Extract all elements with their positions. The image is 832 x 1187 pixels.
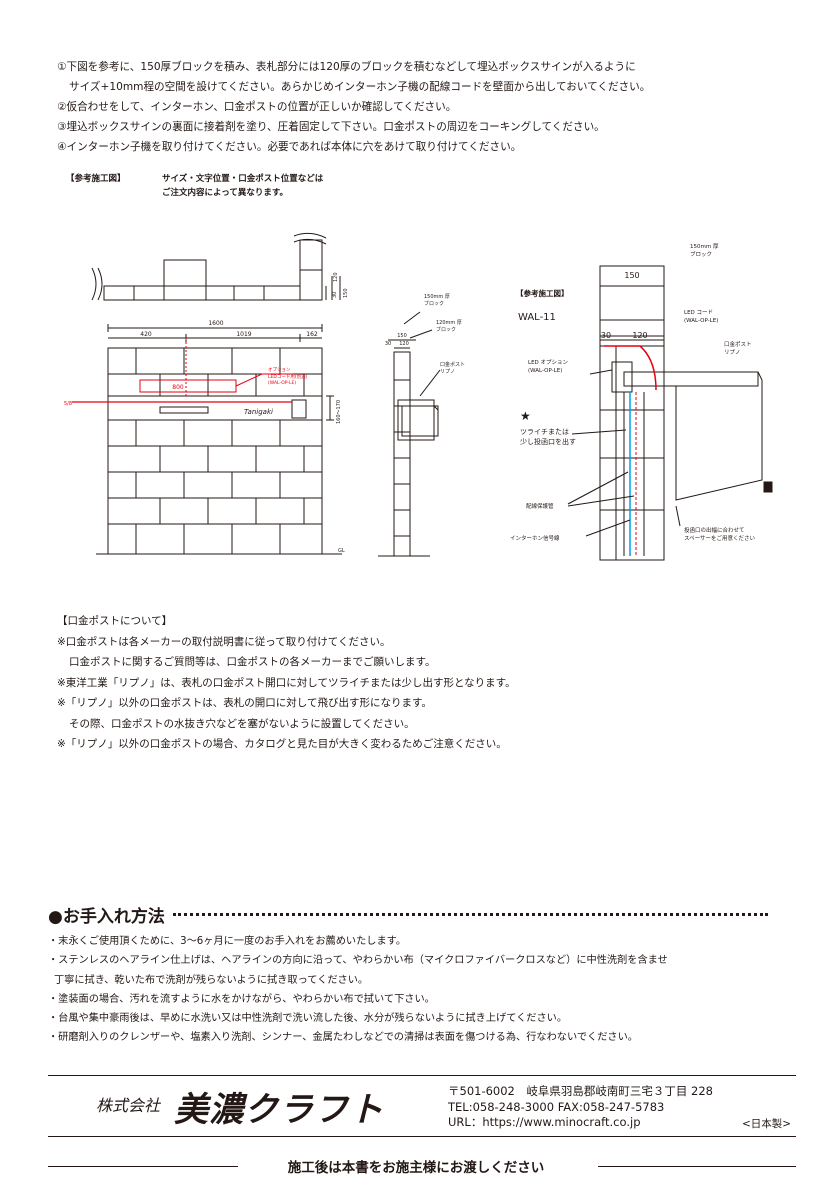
installation-drawing: 1600 420 1019 162 800 オプション LEDコード用(別途) … [64, 232, 773, 561]
post-note-2: 口金ポストに関するご質問等は、口金ポストの各メーカーまでご願いします。 [69, 656, 436, 668]
detail-led-cord-label: LED コード [684, 309, 713, 316]
gl-label: GL [338, 548, 345, 554]
led-model: (WAL-OP-LE) [268, 380, 296, 386]
care-item-3: ・塗装面の場合、汚れを流すように水をかけながら、やわらかい布で拭いて下さい。 [48, 993, 435, 1005]
detail-conduit-label: 配線保護管 [526, 502, 554, 510]
handover-rule-left [48, 1166, 238, 1167]
dim-top-b: 120 [333, 272, 339, 282]
detail-star-icon: ★ [520, 409, 531, 423]
ref-drawing-note-line-2: ご注文内容によって異なります。 [162, 188, 288, 198]
detail-dim-120: 120 [632, 331, 647, 340]
side-dim-120: 120 [399, 341, 409, 347]
detail-view [599, 265, 773, 561]
detail-block150-label: 150mm 厚 [690, 243, 719, 250]
side-dim-30: 30 [385, 341, 391, 347]
led-cord-label: LEDコード用(別途) [268, 373, 308, 380]
dim-height: 160～170 [336, 400, 342, 424]
led-option-marks [72, 373, 292, 403]
post-note-3: ※東洋工業「リプノ」は、表札の口金ポスト開口に対してツライチまたは少し出す形とな… [57, 676, 516, 689]
step-1-line-1: ①下図を参考に、150厚ブロックを積み、表札部分には120厚のブロックを積むなど… [57, 61, 636, 73]
detail-post-label: 口金ポスト [724, 340, 752, 348]
company-address: 〒501-6002 岐阜県羽島郡岐南町三宅３丁目 228 [448, 1084, 713, 1098]
made-in-japan: <日本製> [742, 1118, 792, 1130]
dim-total: 1600 [208, 320, 223, 327]
post-note-5: その際、口金ポストの水抜き穴などを塞がないように設置してください。 [69, 717, 415, 730]
care-header: ●お手入れ方法 [48, 902, 768, 927]
detail-led-option-label: LED オプション [528, 359, 569, 366]
step-1-line-2: サイズ+10mm程の空間を設けてください。あらかじめインターホン子機の配線コード… [69, 81, 651, 93]
care-item-4: ・台風や集中豪雨後は、早めに水洗い又は中性洗剤で洗い流した後、水分が残らないよう… [48, 1013, 568, 1025]
led-option-label: オプション [268, 367, 291, 373]
line-label: 5/8 [64, 401, 72, 407]
post-note-4: ※「リプノ」以外の口金ポストは、表札の開口に対して飛び出す形になります。 [57, 697, 432, 709]
care-item-2: ・ステンレスのヘアライン仕上げは、ヘアラインの方向に沿って、やわらかい布（マイク… [48, 955, 668, 967]
detail-dim-150: 150 [624, 271, 639, 280]
dim-top-c: 150 [343, 288, 349, 298]
side-block150-label: 150mm 厚 [424, 294, 450, 300]
side-block120-label: 120mm 厚 [436, 320, 462, 326]
footer-top-rule [48, 1075, 796, 1076]
step-2: ②仮合わせをして、インターホン、口金ポストの位置が正しいか確認してください。 [57, 101, 457, 113]
company-prefix: 株式会社 [96, 1096, 161, 1115]
plan-view [91, 232, 341, 301]
footer-bottom-rule [48, 1136, 796, 1137]
company-contact: 〒501-6002 岐阜県羽島郡岐南町三宅３丁目 228 TEL:058-248… [448, 1084, 713, 1131]
care-item-1: ・末永くご使用頂くために、3～6ヶ月に一度のお手入れをお薦めいたします。 [48, 936, 407, 947]
detail-post-sub: リプノ [724, 349, 741, 356]
detail-block150-sub: ブロック [690, 250, 712, 258]
post-note-6: ※「リプノ」以外の口金ポストの場合、カタログと見た目が大きく変わるためご注意くだ… [57, 738, 507, 750]
post-notes-title: 【口金ポストについて】 [57, 615, 173, 627]
detail-title: 【参考施工図】 [516, 288, 569, 298]
company-logo: 美濃クラフト [174, 1090, 384, 1130]
step-4: ④インターホン子機を取り付けてください。必要であれば本体に穴をあけて取り付けてく… [57, 141, 522, 153]
sign-text: Tanigaki [244, 408, 273, 416]
ref-drawing-note: サイズ・文字位置・口金ポスト位置などは ご注文内容によって異なります。 [162, 172, 323, 200]
side-view [378, 311, 441, 557]
care-dotted-rule [172, 912, 768, 916]
dim-top-a: 30 [332, 292, 338, 298]
led-width: 800 [172, 384, 184, 391]
care-title: ●お手入れ方法 [48, 906, 165, 927]
detail-dim-30: 30 [601, 331, 611, 340]
company-tel-fax: TEL:058-248-3000 FAX:058-247-5783 [448, 1099, 665, 1114]
side-dim-150: 150 [397, 333, 407, 339]
step-3: ③埋込ボックスサインの裏面に接着剤を塗り、圧着固定して下さい。口金ポストの周辺を… [57, 121, 605, 133]
side-block120-sub: ブロック [436, 326, 456, 333]
detail-intercom-wire-label: インターホン信号線 [510, 534, 560, 542]
handover-rule-right [598, 1166, 796, 1167]
care-item-5: ・研磨剤入りのクレンザーや、塩素入り洗剤、シンナー、金属たわしなどでの清掃は表面… [48, 1032, 638, 1044]
side-post-label: 口金ポスト [440, 361, 465, 368]
post-notes: 【口金ポストについて】 ※口金ポストは各メーカーの取付説明書に従って取り付けてく… [57, 611, 817, 755]
dim-left: 420 [140, 331, 152, 338]
handover-note: 施工後は本書をお施主様にお渡しください [287, 1160, 545, 1176]
detail-led-option-model: (WAL-OP-LE) [528, 368, 562, 374]
dim-right: 162 [306, 331, 318, 338]
company-url: URL：https://www.minocraft.co.jp [448, 1115, 641, 1129]
side-post-sub: リプノ [440, 369, 455, 375]
care-list: ・末永くご使用頂くために、3～6ヶ月に一度のお手入れをお薦めいたします。 ・ステ… [48, 932, 808, 1048]
side-block150-sub: ブロック [424, 300, 444, 307]
front-view [96, 324, 342, 555]
detail-star-note-line-2: 少し投函口を出す [520, 437, 576, 446]
detail-spacer-note-line-1: 投函口の出幅に合わせて [684, 526, 745, 534]
post-note-1: ※口金ポストは各メーカーの取付説明書に従って取り付けてください。 [57, 635, 391, 648]
detail-spacer-note-line-2: スペーサーをご用意ください [684, 534, 756, 542]
ref-drawing-label: 【参考施工図】 [66, 174, 126, 184]
dim-middle: 1019 [236, 331, 251, 338]
install-steps: ①下図を参考に、150厚ブロックを積み、表札部分には120厚のブロックを積むなど… [57, 57, 817, 157]
detail-model: WAL-11 [518, 312, 556, 323]
detail-star-note-line-1: ツライチまたは [520, 428, 569, 436]
care-item-2-cont: 丁寧に拭き、乾いた布で洗剤が残らないように拭き取ってください。 [54, 974, 369, 986]
detail-wires [567, 345, 681, 556]
ref-drawing-note-line-1: サイズ・文字位置・口金ポスト位置などは [162, 174, 324, 184]
detail-led-cord-model: (WAL-OP-LE) [684, 318, 718, 324]
